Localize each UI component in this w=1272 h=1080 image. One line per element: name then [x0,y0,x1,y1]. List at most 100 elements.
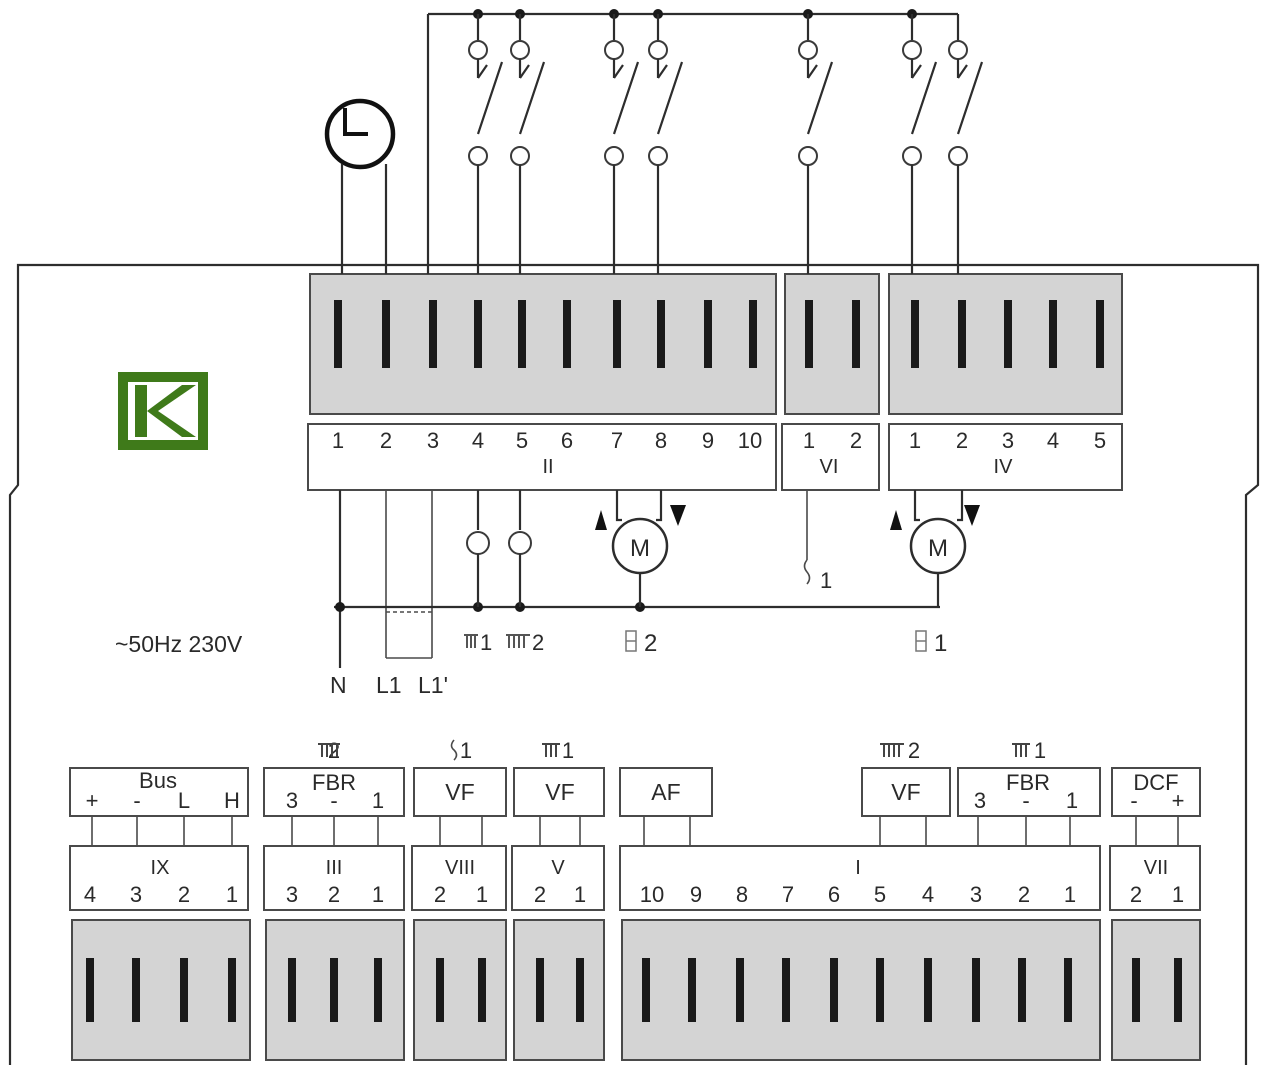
svg-text:-: - [330,788,337,813]
top-pins [334,300,1104,368]
relay-contacts [468,14,984,274]
terminal-pin [657,300,665,368]
svg-text:VF: VF [891,779,920,805]
terminal-number: 5 [516,428,528,453]
svg-text:3: 3 [286,788,298,813]
terminal-number: 2 [380,428,392,453]
svg-text:1: 1 [372,788,384,813]
relay-contact [648,14,684,274]
svg-text:1: 1 [226,882,238,907]
output-label: 1 [820,568,832,593]
svg-text:5: 5 [874,882,886,907]
svg-text:Bus: Bus [139,768,177,793]
arrow-up-icon [595,510,607,530]
top-II-numbers: 1 2 3 4 5 6 7 8 9 10 II [332,428,762,478]
svg-text:2: 2 [328,738,340,763]
terminal-pin [228,958,236,1022]
svg-text:3: 3 [130,882,142,907]
connector-vf-I: 2 VF [861,738,951,817]
svg-text:+: + [1172,788,1185,813]
svg-text:2: 2 [908,738,920,763]
pump-2-symbol [508,490,532,607]
circuit-glyphs [318,739,1030,761]
terminal-pin [576,958,584,1022]
terminal-pin [1096,300,1104,368]
terminal-pin [180,958,188,1022]
svg-text:1: 1 [574,882,586,907]
bottom-IX-labels: IX 4 3 2 1 [84,857,238,907]
svg-text:1: 1 [1066,788,1078,813]
terminal-pin [852,300,860,368]
mixer-2-label: 2 [625,630,657,657]
block-roman-label: IV [994,456,1014,478]
terminal-pin [749,300,757,368]
output-VI-wire: 1 [803,490,832,593]
terminal-pin [382,300,390,368]
svg-text:IX: IX [151,857,170,879]
svg-text:H: H [224,788,240,813]
svg-text:8: 8 [736,882,748,907]
terminal-pin [1174,958,1182,1022]
svg-text:1: 1 [934,630,947,657]
terminal-pin [518,300,526,368]
relay-contact [902,14,938,274]
clock-icon [324,98,396,170]
svg-text:3: 3 [286,882,298,907]
terminal-number: 4 [1047,428,1059,453]
terminal-pin [536,958,544,1022]
pump-symbol-1: 1 [464,630,492,655]
svg-text:III: III [326,857,343,879]
relay-contact [468,14,504,274]
svg-text:7: 7 [782,882,794,907]
connector-leads [91,816,1179,846]
mixer-1-label: 1 [915,630,947,657]
mixer-motor-2: M [595,490,686,607]
svg-text:1: 1 [372,882,384,907]
motor-label: M [928,535,948,562]
terminal-pin [924,958,932,1022]
svg-text:VIII: VIII [445,857,475,879]
svg-text:1: 1 [476,882,488,907]
terminal-number: 9 [702,428,714,453]
svg-text:FBR: FBR [312,770,356,795]
motor-label: M [630,535,650,562]
svg-text:4: 4 [84,882,96,907]
arrow-up-icon [890,510,902,530]
svg-text:2: 2 [1130,882,1142,907]
connector-fbr-1: 1 FBR 3 - 1 [957,738,1101,817]
svg-text:3: 3 [974,788,986,813]
terminal-number: 1 [803,428,815,453]
terminal-pin [876,958,884,1022]
terminal-number: 5 [1094,428,1106,453]
terminal-pin [1018,958,1026,1022]
terminal-number: 3 [1002,428,1014,453]
relay-contact [798,14,834,274]
svg-text:1: 1 [1172,882,1184,907]
supply-voltage-label: ~50Hz 230V [115,631,243,657]
svg-text:-: - [133,788,140,813]
svg-text:2: 2 [434,882,446,907]
terminal-pin [86,958,94,1022]
logo [118,372,208,450]
connector-fbr-2: 2 FBR 3 - 1 [263,738,405,817]
pump-1-label: 1 [480,630,492,655]
svg-text:2: 2 [1018,882,1030,907]
svg-text:1: 1 [460,738,472,763]
terminal-pin [736,958,744,1022]
terminal-pin [782,958,790,1022]
svg-text:2: 2 [328,882,340,907]
connector-af: AF [619,767,713,817]
terminal-pin [830,958,838,1022]
relay-contact [604,14,640,274]
terminal-N-label: N [330,672,347,698]
terminal-pin [972,958,980,1022]
connector-dcf: DCF - + [1111,767,1201,817]
bottom-terminal-blocks [71,919,1201,1061]
bottom-VII-labels: VII 2 1 [1130,857,1184,907]
terminal-pin [704,300,712,368]
terminal-pin [688,958,696,1022]
terminal-pin [563,300,571,368]
svg-text:V: V [551,857,565,879]
pump-symbol-2: 2 [506,630,544,655]
terminal-pin [334,300,342,368]
